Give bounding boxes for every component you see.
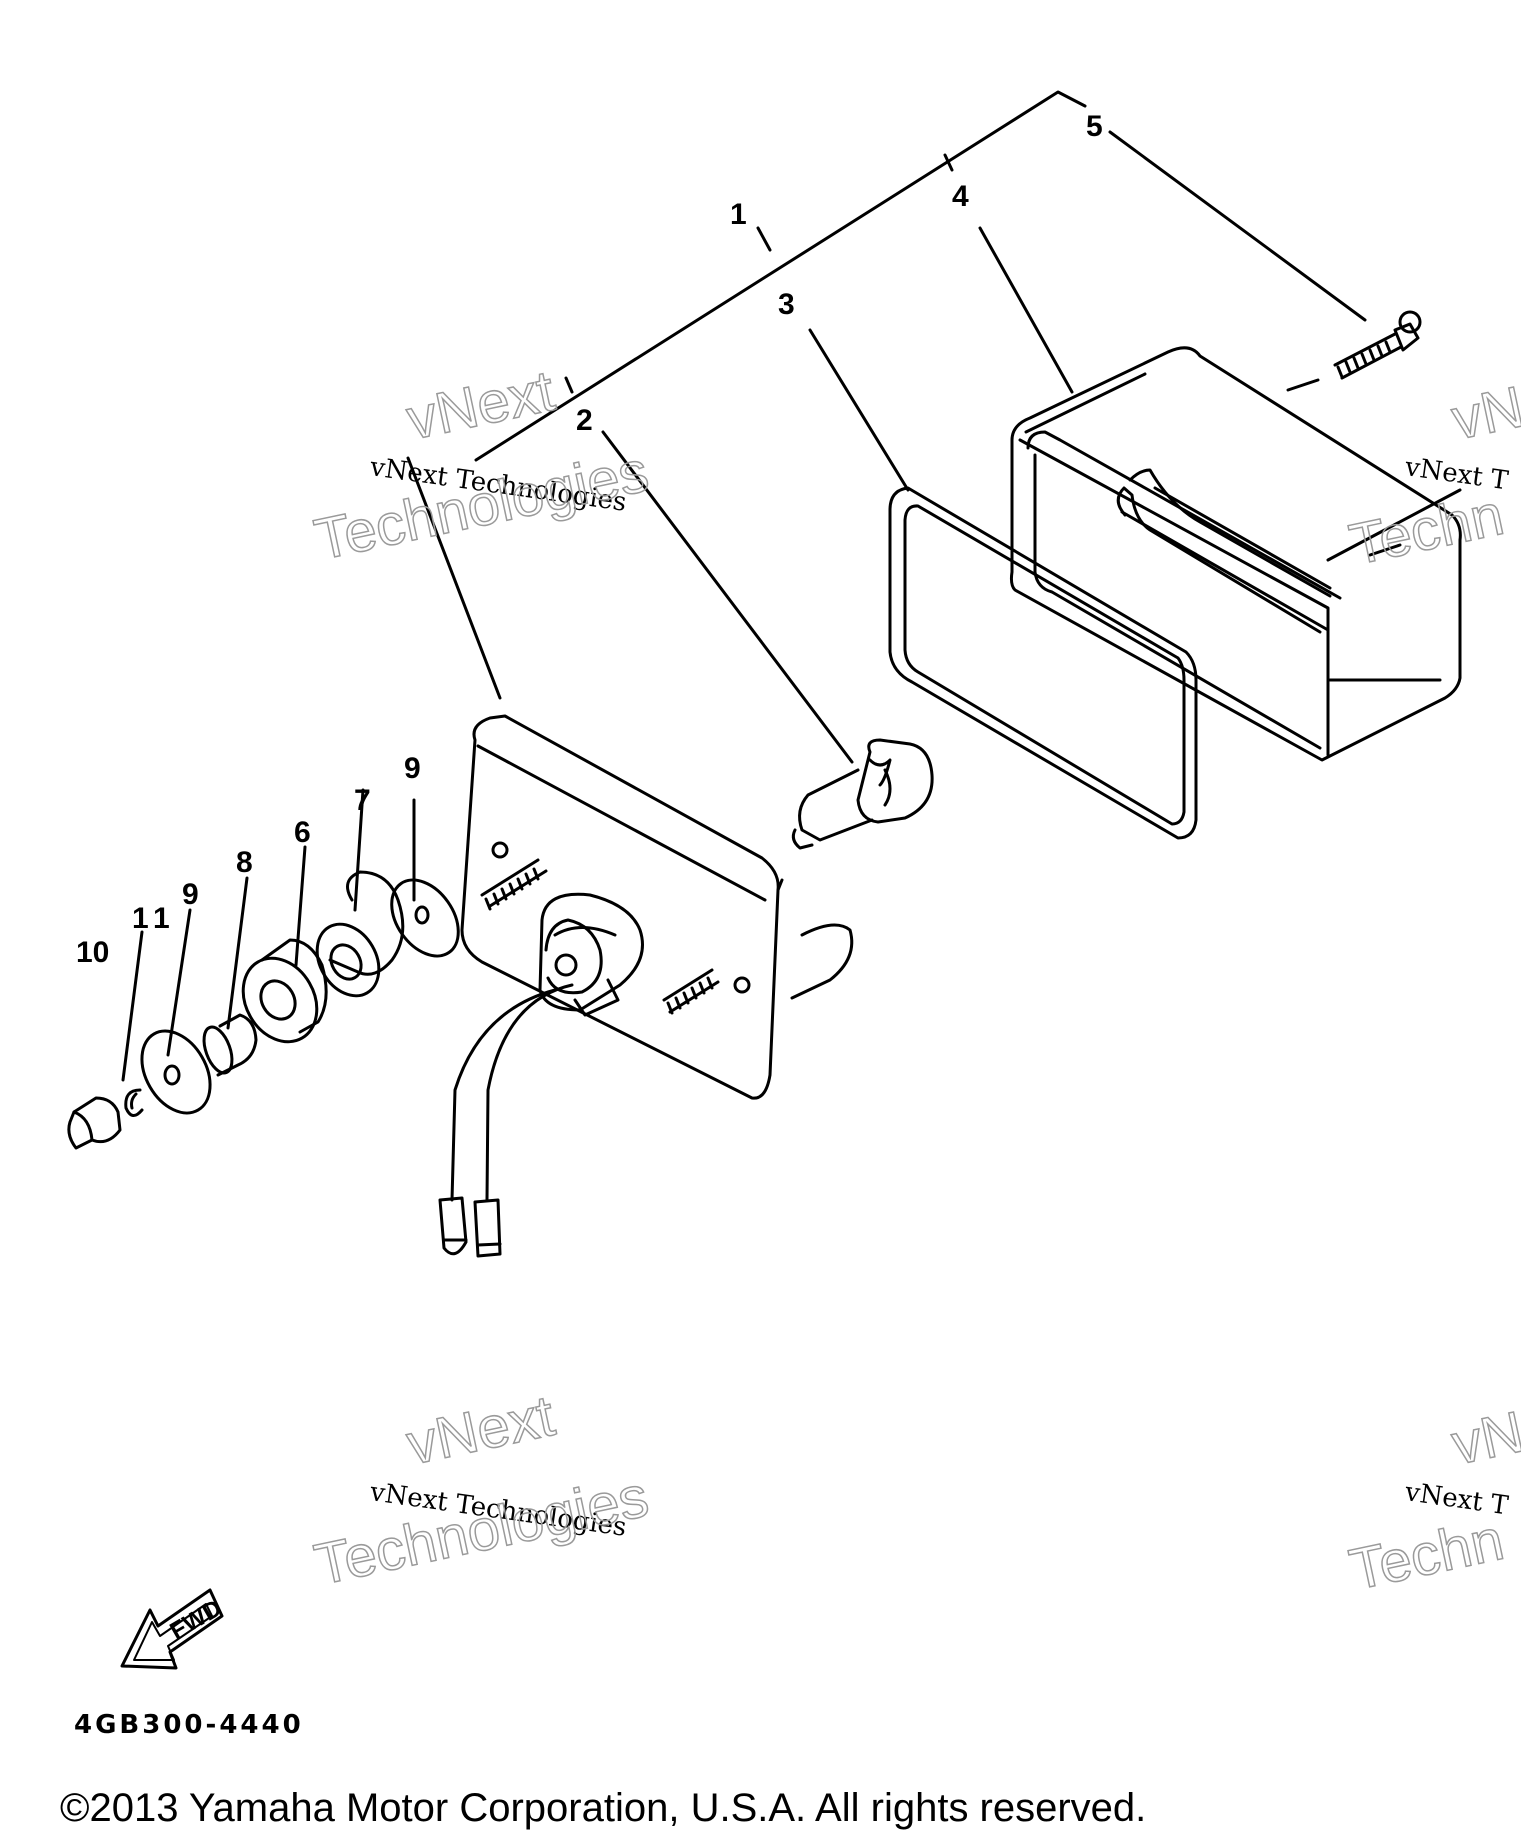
- watermarks: vNext Technologies vNext Technologies vN…: [308, 357, 1521, 1603]
- copyright-notice: ©2013 Yamaha Motor Corporation, U.S.A. A…: [60, 1786, 1147, 1830]
- callout-numbers: 1 2 3 4 5 6 7 8 9 9 10 11: [76, 110, 1103, 969]
- callout-9-right: 9: [404, 752, 421, 785]
- watermark-logo: vN: [1446, 1399, 1521, 1477]
- bulb: [791, 738, 934, 850]
- callout-7: 7: [354, 784, 371, 817]
- callout-5: 5: [1086, 110, 1103, 143]
- callout-1: 1: [730, 198, 747, 231]
- fwd-label: FWD: [166, 1594, 227, 1645]
- grommet: [315, 870, 405, 998]
- watermark-logo: Techn: [1344, 1507, 1509, 1603]
- callout-6: 6: [294, 816, 311, 849]
- base-plate: [438, 714, 854, 1258]
- screw: [1333, 310, 1422, 380]
- gasket: [888, 486, 1198, 840]
- watermark-logo: Technologies: [309, 1464, 654, 1598]
- watermark-logo: vNext: [401, 1383, 560, 1477]
- lock-washer: [124, 1088, 144, 1117]
- callout-11: 11: [132, 902, 176, 935]
- part-number: 4GB300-4440: [74, 1710, 304, 1740]
- rubber-bushing: [241, 938, 328, 1044]
- watermark-logo: vN: [1446, 374, 1521, 452]
- callout-10: 10: [76, 936, 109, 969]
- callout-4: 4: [952, 180, 969, 213]
- washer-small: [140, 1029, 212, 1115]
- callout-8: 8: [236, 846, 253, 879]
- callout-3: 3: [778, 288, 795, 321]
- nut: [67, 1096, 122, 1150]
- callout-9-left: 9: [182, 878, 199, 911]
- leader-lines: [121, 90, 1367, 1082]
- collar: [202, 1013, 258, 1077]
- watermark-logo: Techn: [1344, 482, 1509, 578]
- watermark-logo: Technologies: [309, 439, 654, 573]
- watermark-logo: vNext: [401, 358, 560, 452]
- callout-2: 2: [576, 404, 593, 437]
- fwd-arrow-icon: [120, 1588, 224, 1670]
- washer-large: [390, 878, 460, 958]
- lens-housing: [1009, 346, 1462, 762]
